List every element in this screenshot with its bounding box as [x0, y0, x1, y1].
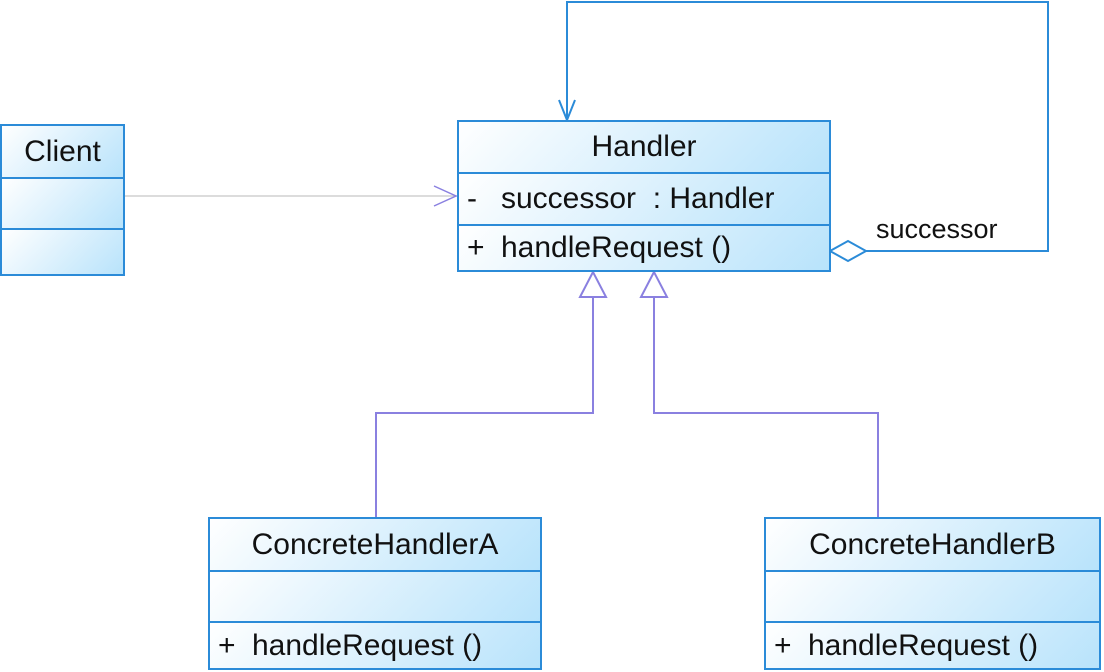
- dependency-arrowhead: [433, 185, 458, 207]
- generalization-arrowhead-a: [578, 269, 608, 298]
- concrete-handler-a-attributes-compartment: [210, 570, 540, 621]
- concrete-handler-a-class-name: ConcreteHandlerA: [210, 519, 540, 570]
- concrete-handler-a-class[interactable]: ConcreteHandlerA + handleRequest (): [208, 517, 542, 670]
- client-attributes-compartment: [2, 177, 123, 228]
- client-class[interactable]: Client: [0, 124, 125, 276]
- aggregation-diamond: [827, 239, 869, 263]
- operation-visibility: +: [467, 231, 485, 264]
- attribute-visibility: -: [467, 182, 477, 215]
- operation-visibility: +: [774, 628, 792, 662]
- handler-attributes-compartment: -successor : Handler: [459, 172, 829, 224]
- successor-association-line[interactable]: [566, 1, 1049, 252]
- client-class-name: Client: [2, 126, 123, 177]
- generalization-line-a[interactable]: [375, 297, 594, 517]
- handler-operations-compartment: + handleRequest (): [459, 224, 829, 270]
- concrete-handler-b-class[interactable]: ConcreteHandlerB + handleRequest (): [764, 517, 1101, 670]
- concrete-handler-b-attributes-compartment: [766, 570, 1099, 621]
- successor-role-label: successor: [876, 214, 998, 244]
- concrete-handler-b-operations-compartment: + handleRequest (): [766, 621, 1099, 668]
- handler-handle-request-operation: handleRequest (): [501, 231, 732, 264]
- operation-visibility: +: [218, 628, 236, 662]
- generalization-arrowhead-b: [639, 269, 669, 298]
- generalization-line-b[interactable]: [653, 297, 879, 517]
- concrete-handler-b-handle-request-operation: handleRequest (): [808, 628, 1039, 662]
- handler-class-name: Handler: [459, 122, 829, 172]
- handler-successor-attribute: successor : Handler: [501, 182, 775, 215]
- concrete-handler-b-class-name: ConcreteHandlerB: [766, 519, 1099, 570]
- concrete-handler-a-handle-request-operation: handleRequest (): [252, 628, 483, 662]
- client-operations-compartment: [2, 228, 123, 274]
- concrete-handler-a-operations-compartment: + handleRequest (): [210, 621, 540, 668]
- handler-class[interactable]: Handler -successor : Handler + handleRequ…: [457, 120, 831, 272]
